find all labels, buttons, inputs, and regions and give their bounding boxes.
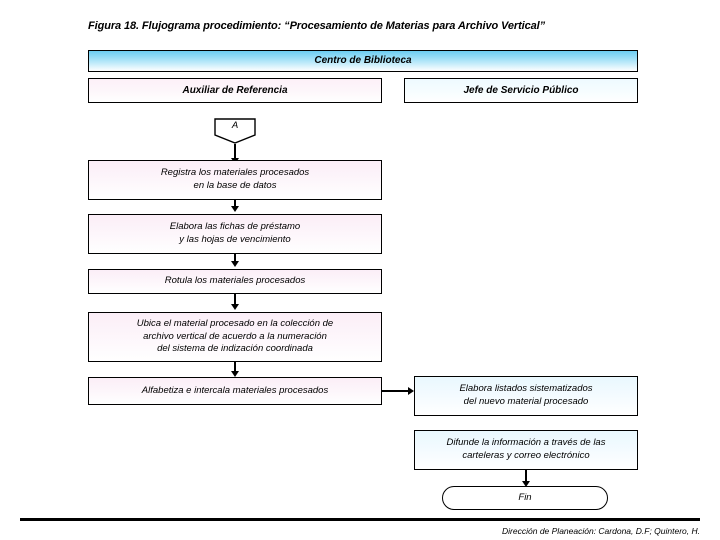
flow-arrow-step3-to-step4-head xyxy=(231,304,239,310)
flow-arrow-step5-to-right1-line xyxy=(382,390,410,392)
flow-arrow-step4-to-step5-line xyxy=(234,362,236,373)
offpage-connector-icon xyxy=(214,118,256,144)
offpage-connector-a: A xyxy=(214,118,256,144)
footer-credit: Dirección de Planeación: Cardona, D.F; Q… xyxy=(502,526,700,536)
terminator-fin[interactable]: Fin xyxy=(442,486,608,510)
swimlane-header-organization: Centro de Biblioteca xyxy=(88,50,638,72)
process-step-alfabetiza-intercala[interactable]: Alfabetiza e intercala materiales proces… xyxy=(88,377,382,405)
flow-arrow-step1-to-step2-line xyxy=(234,200,236,208)
page-title: Figura 18. Flujograma procedimiento: “Pr… xyxy=(88,20,545,32)
flow-arrow-step5-to-right1-head xyxy=(408,387,414,395)
flow-arrow-step1-to-step2-head xyxy=(231,206,239,212)
flow-arrow-step3-to-step4-line xyxy=(234,294,236,306)
flow-arrow-step2-to-step3-head xyxy=(231,261,239,267)
footer-divider xyxy=(20,518,700,521)
flow-arrow-right2-to-terminal-line xyxy=(525,470,527,483)
process-step-ubica-material-coleccion[interactable]: Ubica el material procesado en la colecc… xyxy=(88,312,382,362)
flow-arrow-right2-to-terminal-head xyxy=(522,481,530,487)
process-step-rotula-materiales[interactable]: Rotula los materiales procesados xyxy=(88,269,382,294)
process-step-difunde-informacion[interactable]: Difunde la información a través de las c… xyxy=(414,430,638,470)
flow-arrow-step2-to-step3-line xyxy=(234,254,236,263)
offpage-connector-label: A xyxy=(231,120,239,131)
process-step-elabora-listados[interactable]: Elabora listados sistematizados del nuev… xyxy=(414,376,638,416)
process-step-registra-materiales[interactable]: Registra los materiales procesados en la… xyxy=(88,160,382,200)
flow-arrow-step4-to-step5-head xyxy=(231,371,239,377)
flow-arrow-a-to-step1-line xyxy=(234,144,236,160)
swimlane-header-auxiliar-de-referencia: Auxiliar de Referencia xyxy=(88,78,382,103)
process-step-elabora-fichas-prestamo[interactable]: Elabora las fichas de préstamo y las hoj… xyxy=(88,214,382,254)
swimlane-header-jefe-de-servicio-publico: Jefe de Servicio Público xyxy=(404,78,638,103)
